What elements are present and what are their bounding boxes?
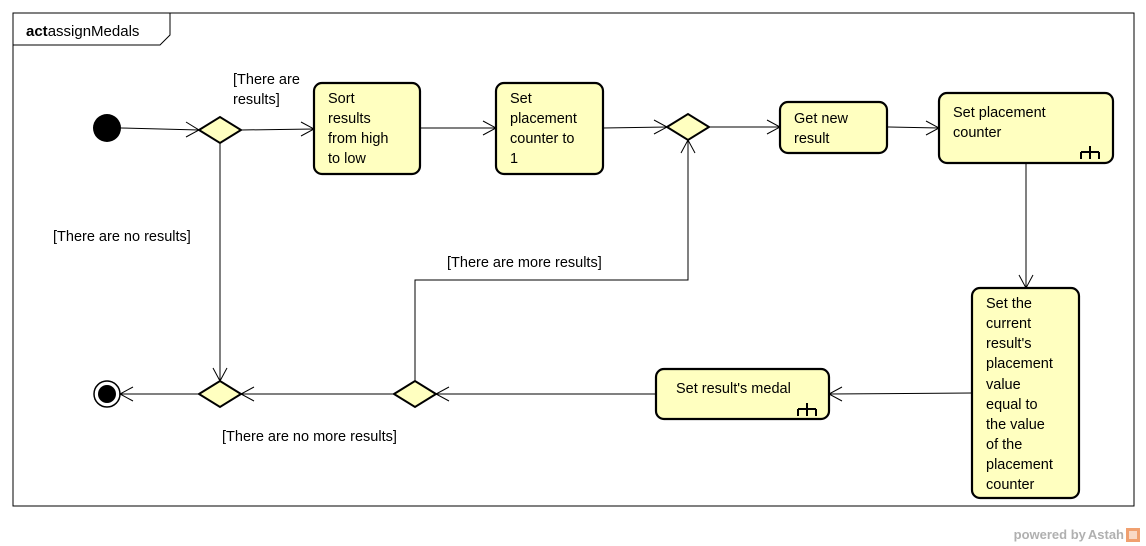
action-set-counter-1-line: placement: [510, 111, 577, 127]
action-set-value-line: placement: [986, 457, 1053, 473]
flow-merge-to-get-result[interactable]: [709, 119, 782, 135]
guard-there-are-results: [There are results]: [233, 72, 304, 108]
frame-title-tab: [13, 13, 171, 46]
action-get-result-line: result: [794, 131, 829, 147]
flow-decision-to-sort[interactable]: [240, 121, 316, 137]
action-set-value-line: the value: [986, 417, 1045, 433]
flow-initial-to-decision[interactable]: [120, 121, 201, 138]
flow-more-results-loop[interactable]: [414, 138, 696, 381]
flow-get-result-to-set-counter[interactable]: [886, 120, 941, 136]
guard-no-results: [There are no results]: [53, 229, 191, 245]
action-get-new-result[interactable]: Get new result: [778, 100, 889, 155]
frame-title: actassignMedals: [26, 23, 139, 40]
action-set-value-line: value: [986, 377, 1021, 393]
watermark: powered by Astah: [1014, 527, 1140, 542]
action-set-counter-line: counter: [953, 125, 1002, 141]
action-set-value-line: Set the: [986, 296, 1032, 312]
action-set-value-line: current: [986, 316, 1031, 332]
flow-set-medal-to-decision[interactable]: [434, 386, 656, 402]
action-get-result-line: Get new: [794, 111, 849, 127]
action-get-result-text: Get new result: [794, 111, 852, 147]
action-set-placement-counter[interactable]: Set placement counter: [937, 91, 1115, 165]
action-set-value-text: Set the current result's placement value…: [986, 296, 1057, 493]
watermark-brand: Astah: [1087, 527, 1124, 542]
flow-merge-end-to-final[interactable]: [118, 386, 199, 402]
flow-sort-to-set-counter-1[interactable]: [420, 120, 498, 136]
frame-name: assignMedals: [48, 23, 140, 40]
flow-decision-to-merge-end[interactable]: [239, 386, 394, 402]
action-set-value-line: counter: [986, 477, 1035, 493]
action-sort-results[interactable]: Sort results from high to low: [312, 81, 422, 176]
action-set-counter-1-line: 1: [510, 151, 518, 167]
guard-no-more-results: [There are no more results]: [222, 429, 397, 445]
flow-no-results[interactable]: [212, 143, 228, 383]
action-set-counter-1-line: Set: [510, 91, 532, 107]
frame-keyword: act: [26, 23, 48, 40]
initial-node[interactable]: [93, 114, 121, 142]
action-set-counter-line: Set placement: [953, 105, 1046, 121]
action-set-medal-text: Set result's medal: [676, 381, 791, 397]
action-set-counter-1-line: counter to: [510, 131, 575, 147]
action-sort-line: results: [328, 111, 371, 127]
action-set-medal-line: Set result's medal: [676, 381, 791, 397]
flow-set-counter-1-to-merge[interactable]: [602, 119, 669, 135]
watermark-prefix: powered by: [1013, 527, 1086, 542]
guard-line: [There are: [233, 72, 300, 88]
flow-set-counter-to-set-value[interactable]: [1018, 163, 1034, 290]
guard-more-results: [There are more results]: [447, 255, 602, 271]
action-set-value-line: result's: [986, 336, 1031, 352]
action-sort-line: from high: [328, 131, 388, 147]
action-set-counter-1-text: Set placement counter to 1: [510, 91, 581, 167]
action-sort-text: Sort results from high to low: [328, 91, 392, 167]
action-set-value-line: equal to: [986, 397, 1038, 413]
call-behavior-icon: [1080, 146, 1100, 159]
flow-set-value-to-set-medal[interactable]: [827, 386, 973, 402]
action-sort-line: Sort: [328, 91, 355, 107]
final-node[interactable]: [93, 380, 121, 408]
guard-line: results]: [233, 92, 280, 108]
call-behavior-icon: [797, 403, 817, 416]
action-set-value-line: of the: [986, 437, 1022, 453]
action-sort-line: to low: [328, 151, 366, 167]
control-flows: [118, 119, 1034, 402]
action-set-result-medal[interactable]: Set result's medal: [654, 367, 831, 421]
astah-logo-icon: [1126, 527, 1140, 542]
action-set-counter-text: Set placement counter: [953, 105, 1050, 141]
action-set-placement-value[interactable]: Set the current result's placement value…: [970, 286, 1081, 500]
action-set-value-line: placement: [986, 356, 1053, 372]
action-set-counter-to-1[interactable]: Set placement counter to 1: [494, 81, 605, 176]
